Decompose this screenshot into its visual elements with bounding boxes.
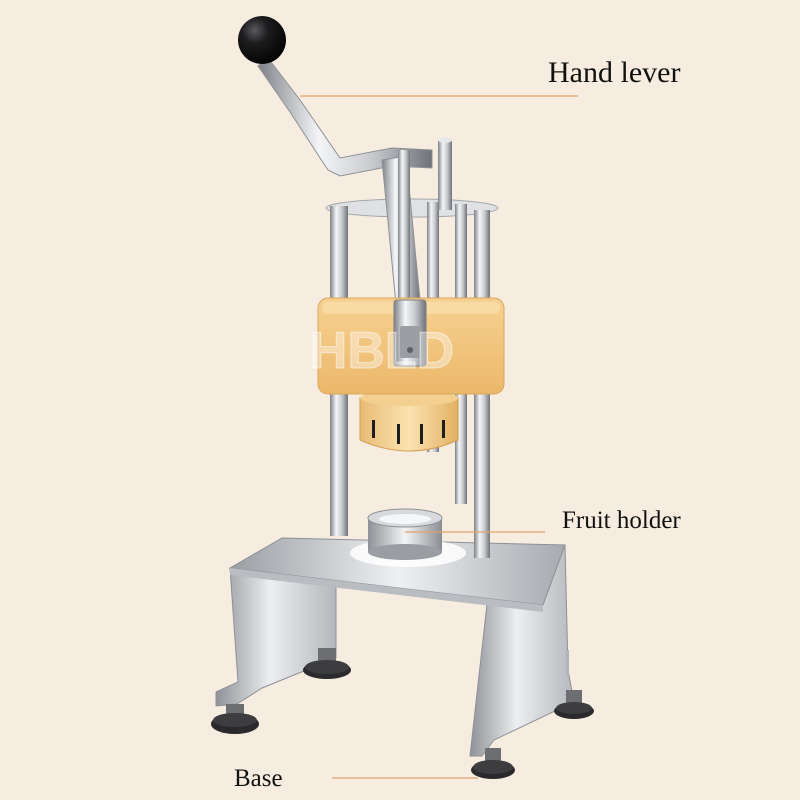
rubber-feet	[211, 648, 594, 779]
foot-front-right	[471, 748, 515, 779]
label-hand-lever: Hand lever	[548, 56, 680, 89]
lever-post	[398, 150, 410, 310]
foot-front-left	[211, 704, 259, 734]
lever-knob	[238, 16, 286, 64]
blade-slot	[442, 420, 445, 438]
base-right-panel	[469, 544, 575, 757]
foot-back-left	[303, 648, 351, 679]
callout-hand-lever: Hand lever	[300, 56, 680, 97]
callout-fruit-holder: Fruit holder	[405, 507, 681, 534]
blade-slot	[397, 424, 400, 444]
lever-arm	[257, 57, 433, 177]
blade-slot	[372, 420, 375, 438]
base-front-edge	[230, 568, 543, 612]
rod-tall-post	[438, 140, 452, 210]
cutter-block	[317, 297, 505, 452]
base-stand	[215, 537, 575, 757]
cutter-cup	[359, 397, 459, 452]
base-left-panel	[215, 567, 337, 707]
watermark: HBLD	[310, 322, 454, 380]
label-fruit-holder: Fruit holder	[562, 507, 681, 534]
callout-base: Base	[234, 765, 478, 792]
edge-marker	[566, 650, 569, 676]
foot-back-right	[554, 690, 594, 719]
label-base: Base	[234, 765, 283, 792]
fruit-holder-ring	[367, 508, 443, 560]
blade-slot	[420, 424, 423, 444]
hand-lever	[238, 16, 433, 310]
